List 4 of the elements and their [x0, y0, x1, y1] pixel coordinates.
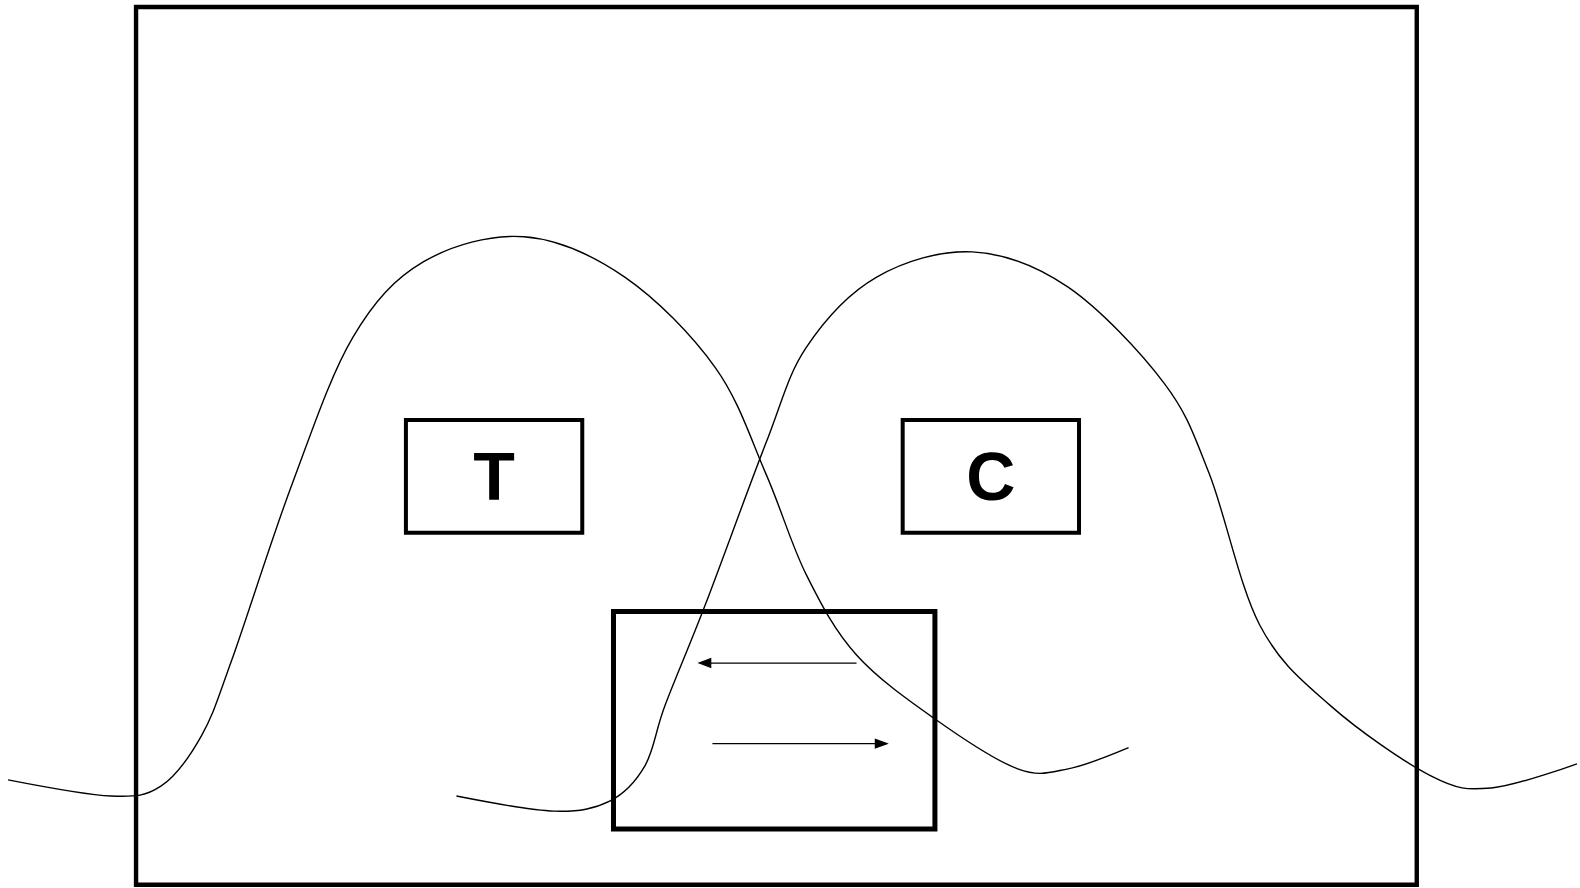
label-box: T [403, 418, 585, 535]
frame-box [133, 4, 1419, 887]
label-box: C [900, 418, 1081, 535]
frame-box [611, 608, 938, 832]
